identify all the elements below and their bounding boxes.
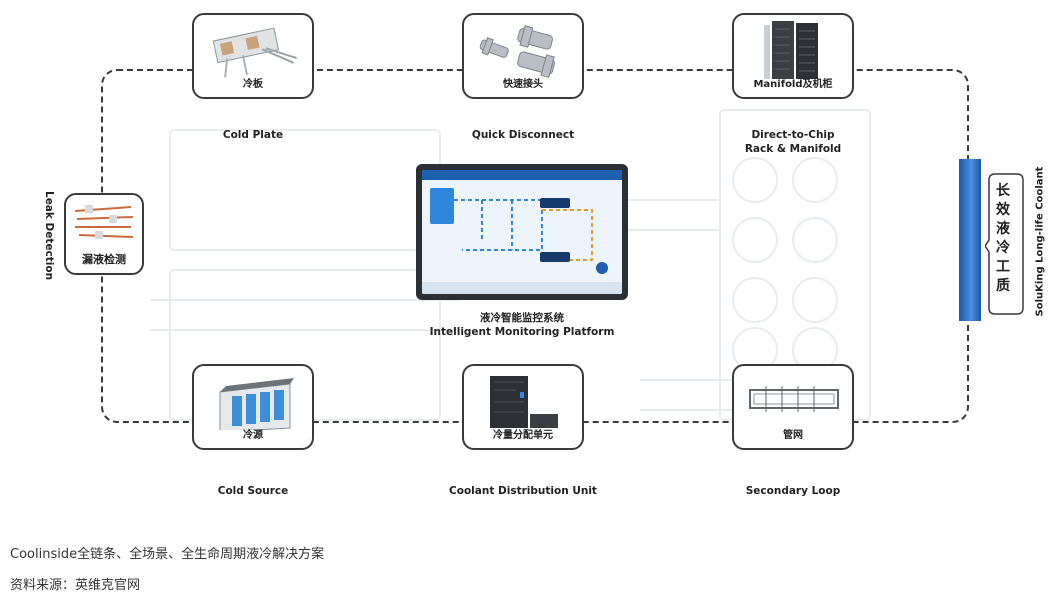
rack-manifold-card: Manifold及机柜 xyxy=(732,13,854,99)
monitoring-screen xyxy=(416,164,628,300)
cold-plate-cn-label: 冷板 xyxy=(243,79,263,90)
cdu-cn-label: 冷量分配单元 xyxy=(493,430,553,441)
cdu-cabinet-icon xyxy=(490,376,558,428)
quick-disconnect-en-label: Quick Disconnect xyxy=(471,129,575,141)
source-note: 资料来源：英维克官网 xyxy=(10,578,141,593)
rack-manifold-en-label-2: Rack & Manifold xyxy=(744,143,842,155)
coolant-bar xyxy=(959,159,981,321)
leak-detection-cn-label: 漏液检测 xyxy=(82,253,126,266)
pipe-network-icon xyxy=(749,386,839,412)
quick-disconnect-cn-label: 快速接头 xyxy=(503,79,543,90)
coolant-callout-bubble xyxy=(985,173,1024,315)
quick-disconnect-icon xyxy=(479,25,555,78)
monitoring-en-label: Intelligent Monitoring Platform xyxy=(429,326,615,338)
cold-source-card: 冷源 xyxy=(192,364,314,450)
leak-detection-card: 漏液检测 xyxy=(64,193,144,275)
coolant-cn-label: 长效液冷工质 xyxy=(996,183,1010,294)
rack-manifold-cn-label: Manifold及机柜 xyxy=(753,79,833,90)
cold-plate-en-label: Cold Plate xyxy=(222,129,284,141)
server-rack-icon xyxy=(764,21,818,79)
rack-manifold-en-label-1: Direct-to-Chip xyxy=(751,129,835,141)
cdu-en-label: Coolant Distribution Unit xyxy=(449,485,597,497)
cold-plate-icon xyxy=(212,27,297,78)
dry-cooler-icon xyxy=(219,378,294,430)
monitoring-cn-label: 液冷智能监控系统 xyxy=(480,312,564,324)
cold-plate-card: 冷板 xyxy=(192,13,314,99)
secondary-loop-cn-label: 管网 xyxy=(783,430,803,441)
cdu-card: 冷量分配单元 xyxy=(462,364,584,450)
figure-caption: Coolinside全链条、全场景、全生命周期液冷解决方案 xyxy=(10,547,325,562)
secondary-loop-card: 管网 xyxy=(732,364,854,450)
leak-sensor-icon xyxy=(74,205,134,239)
cold-source-cn-label: 冷源 xyxy=(243,430,263,441)
secondary-loop-en-label: Secondary Loop xyxy=(745,485,841,497)
quick-disconnect-card: 快速接头 xyxy=(462,13,584,99)
monitoring-dashboard-icon xyxy=(422,170,622,294)
cold-source-en-label: Cold Source xyxy=(217,485,289,497)
